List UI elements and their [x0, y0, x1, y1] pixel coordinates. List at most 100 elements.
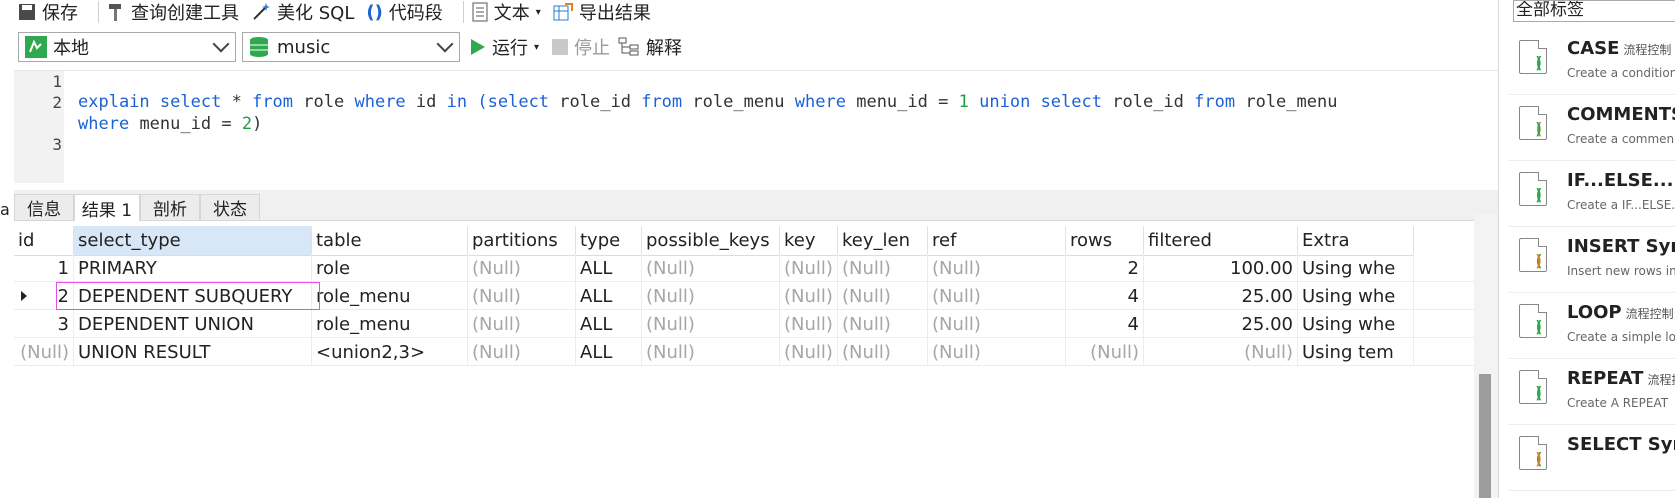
table-cell-select-type[interactable]: DEPENDENT SUBQUERY [74, 282, 312, 310]
table-cell-key-len[interactable]: (Null) [838, 310, 928, 338]
column-header-Extra[interactable]: Extra [1298, 226, 1414, 256]
snippet-title: COMMENTS [1567, 104, 1675, 125]
table-cell-partitions[interactable]: (Null) [468, 310, 576, 338]
column-header-rows[interactable]: rows [1066, 226, 1144, 256]
sql-code-editor[interactable]: 1 2 3 explain select * from role where i… [14, 70, 1498, 183]
code-line-2: explain select * from role where id in (… [78, 92, 1338, 112]
run-label: 运行 [492, 38, 528, 59]
column-header-key-len[interactable]: key_len [838, 226, 928, 256]
snippet-item[interactable]: ()INSERT SyntInsert new rows in [1509, 226, 1675, 293]
snippet-tag: 流程控制 [1623, 43, 1672, 57]
table-cell-type[interactable]: ALL [576, 310, 642, 338]
column-header-type[interactable]: type [576, 226, 642, 256]
table-cell-id[interactable]: (Null) [14, 338, 74, 366]
table-cell-key[interactable]: (Null) [780, 310, 838, 338]
table-cell-filtered[interactable]: (Null) [1144, 338, 1298, 366]
table-cell-rows[interactable]: 2 [1066, 254, 1144, 282]
table-cell-rows[interactable]: 4 [1066, 282, 1144, 310]
column-header-filtered[interactable]: filtered [1144, 226, 1298, 256]
scrollbar-thumb[interactable] [1479, 374, 1491, 498]
vertical-scrollbar[interactable] [1474, 214, 1498, 498]
tab-result-1[interactable]: 结果 1 [74, 194, 140, 221]
table-cell-select-type[interactable]: UNION RESULT [74, 338, 312, 366]
table-cell-rows[interactable]: (Null) [1066, 338, 1144, 366]
table-cell-Extra[interactable]: Using whe [1298, 282, 1414, 310]
table-cell-id[interactable]: 2 [14, 282, 74, 310]
table-cell-id[interactable]: 3 [14, 310, 74, 338]
column-header-key[interactable]: key [780, 226, 838, 256]
table-cell-Extra[interactable]: Using tem [1298, 338, 1414, 366]
explain-button[interactable]: 解释 [618, 34, 682, 60]
table-cell-key-len[interactable]: (Null) [838, 254, 928, 282]
table-cell-Extra[interactable]: Using whe [1298, 254, 1414, 282]
toolbar-divider [98, 1, 99, 23]
export-result-button[interactable]: 导出结果 [553, 0, 651, 25]
snippet-tag-filter[interactable]: 全部标签 [1513, 0, 1675, 22]
table-cell-filtered[interactable]: 25.00 [1144, 310, 1298, 338]
table-cell-table[interactable]: <union2,3> [312, 338, 468, 366]
explain-icon [618, 37, 639, 56]
table-cell-type[interactable]: ALL [576, 338, 642, 366]
table-cell-id[interactable]: 1 [14, 254, 74, 282]
connection-select[interactable]: 本地 [18, 32, 236, 62]
query-builder-button[interactable]: 查询创建工具 [107, 0, 239, 25]
table-cell-filtered[interactable]: 100.00 [1144, 254, 1298, 282]
table-cell-partitions[interactable]: (Null) [468, 254, 576, 282]
table-cell-partitions[interactable]: (Null) [468, 338, 576, 366]
column-header-select-type[interactable]: select_type [74, 226, 312, 256]
table-cell-Extra[interactable]: Using whe [1298, 310, 1414, 338]
table-cell-table[interactable]: role_menu [312, 282, 468, 310]
table-cell-select-type[interactable]: PRIMARY [74, 254, 312, 282]
table-cell-partitions[interactable]: (Null) [468, 282, 576, 310]
stop-button[interactable]: 停止 [552, 34, 610, 60]
table-cell-ref[interactable]: (Null) [928, 254, 1066, 282]
table-cell-type[interactable]: ALL [576, 282, 642, 310]
row-divider [14, 281, 1474, 282]
table-cell-ref[interactable]: (Null) [928, 282, 1066, 310]
table-cell-type[interactable]: ALL [576, 254, 642, 282]
table-cell-possible-keys[interactable]: (Null) [642, 254, 780, 282]
save-button[interactable]: 保存 [18, 0, 78, 25]
row-divider [14, 309, 1474, 310]
column-header-partitions[interactable]: partitions [468, 226, 576, 256]
table-cell-filtered[interactable]: 25.00 [1144, 282, 1298, 310]
column-header-table[interactable]: table [312, 226, 468, 256]
table-cell-possible-keys[interactable]: (Null) [642, 282, 780, 310]
column-header-id[interactable]: id [14, 226, 74, 256]
table-cell-key[interactable]: (Null) [780, 338, 838, 366]
result-tabs: 信息 结果 1 剖析 状态 [14, 190, 1498, 221]
table-cell-table[interactable]: role [312, 254, 468, 282]
snippet-item[interactable]: ()IF...ELSE...流Create a IF...ELSE. [1509, 160, 1675, 227]
table-cell-key[interactable]: (Null) [780, 282, 838, 310]
snippet-title-text: INSERT Synt [1567, 236, 1675, 257]
table-cell-possible-keys[interactable]: (Null) [642, 338, 780, 366]
snippet-item[interactable]: ()SELECT Synt [1509, 424, 1675, 491]
database-select[interactable]: music [242, 32, 460, 62]
text-mode-button[interactable]: 文本 ▾ [472, 0, 541, 25]
tab-status[interactable]: 状态 [200, 194, 260, 220]
table-cell-key-len[interactable]: (Null) [838, 338, 928, 366]
column-header-ref[interactable]: ref [928, 226, 1066, 256]
table-cell-key[interactable]: (Null) [780, 254, 838, 282]
tab-profile[interactable]: 剖析 [140, 194, 200, 220]
column-header-possible-keys[interactable]: possible_keys [642, 226, 780, 256]
beautify-sql-button[interactable]: 美化 SQL [251, 0, 354, 25]
run-button[interactable]: 运行 ▾ [470, 34, 539, 60]
snippet-item[interactable]: ()REPEAT流程控Create A REPEAT [1509, 358, 1675, 425]
tab-info[interactable]: 信息 [14, 194, 74, 220]
table-cell-rows[interactable]: 4 [1066, 310, 1144, 338]
code-line-2-wrap: where menu_id = 2) [78, 114, 263, 134]
table-cell-possible-keys[interactable]: (Null) [642, 310, 780, 338]
table-cell-table[interactable]: role_menu [312, 310, 468, 338]
table-cell-ref[interactable]: (Null) [928, 310, 1066, 338]
table-cell-select-type[interactable]: DEPENDENT UNION [74, 310, 312, 338]
table-cell-key-len[interactable]: (Null) [838, 282, 928, 310]
text-mode-label: 文本 [493, 3, 530, 24]
snippet-file-icon: () [1519, 304, 1547, 338]
table-cell-ref[interactable]: (Null) [928, 338, 1066, 366]
code-snippet-button[interactable]: () 代码段 [366, 0, 442, 25]
